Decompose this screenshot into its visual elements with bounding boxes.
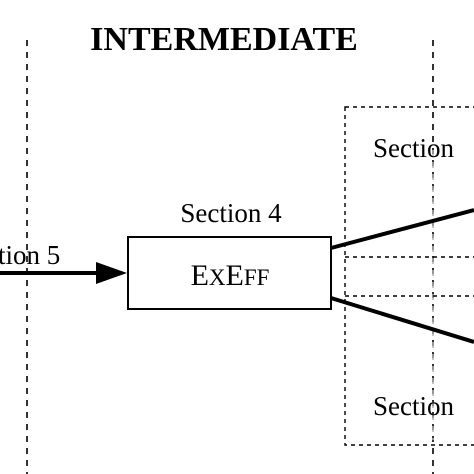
exeff-label-ff: FF <box>244 265 270 290</box>
exeff-label-e1: E <box>191 259 209 292</box>
section-label-center: Section 4 <box>180 198 282 228</box>
section-label-left: tion 5 <box>0 240 60 270</box>
exeff-box <box>127 236 332 310</box>
diagram-title: INTERMEDIATE <box>90 21 358 58</box>
output-line-lower <box>330 296 474 344</box>
exeff-label-e2: E <box>226 259 244 292</box>
exeff-label-x: X <box>209 265 226 290</box>
output-line-upper <box>330 208 474 250</box>
input-arrow-head <box>96 262 127 284</box>
exeff-label: EXEFF <box>191 259 270 292</box>
section-label-bottom-right: Section <box>373 391 454 421</box>
section-label-top-right: Section <box>373 133 454 163</box>
right-region-box <box>344 106 474 446</box>
